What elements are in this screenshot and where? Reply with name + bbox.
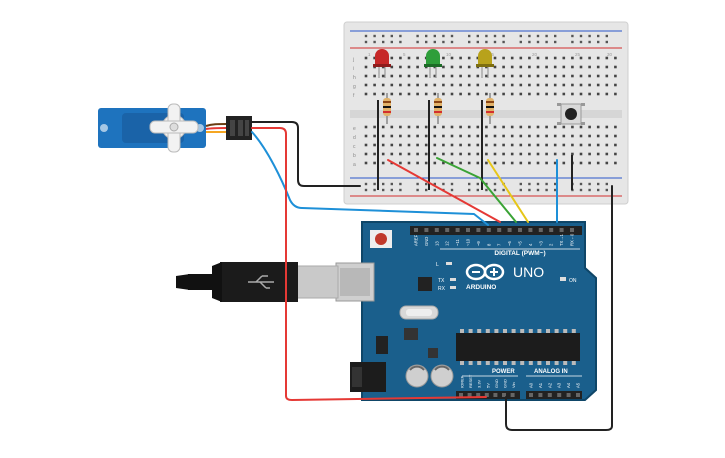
row-label: f xyxy=(353,93,355,99)
power-jack[interactable] xyxy=(350,362,386,392)
usb-chip xyxy=(418,277,432,291)
row-label: g xyxy=(353,84,356,90)
analog-pin-labels: A0 A1 A2 A3 A4 A5 xyxy=(529,382,581,388)
column-label: 25 xyxy=(575,52,581,57)
power-pin-label: GND xyxy=(503,379,508,388)
row-label: j xyxy=(352,57,354,63)
ground-jumper-wires[interactable] xyxy=(377,100,573,190)
row-label: e xyxy=(353,126,356,132)
wires[interactable] xyxy=(251,121,613,431)
on-label: ON xyxy=(569,278,577,284)
capacitor xyxy=(405,364,429,388)
analog-header-label: ANALOG IN xyxy=(534,369,568,375)
digital-pin-label: 12 xyxy=(445,241,450,246)
led-l-label: L xyxy=(436,262,439,268)
analog-pin-label: A3 xyxy=(557,382,562,388)
reset-button[interactable] xyxy=(370,230,392,248)
board-model: UNO xyxy=(513,264,544,280)
column-label: 5 xyxy=(403,52,406,57)
power-pin-label: 5V xyxy=(485,383,490,388)
arduino-logo xyxy=(465,263,505,281)
power-pin-label: IOREF xyxy=(460,375,465,388)
pushbutton[interactable] xyxy=(557,103,585,125)
column-label: 10 xyxy=(446,52,452,57)
usb-cable[interactable] xyxy=(176,262,375,302)
green-led[interactable] xyxy=(424,49,442,78)
column-label: 20 xyxy=(532,52,538,57)
power-pin-label: 3.3V xyxy=(477,379,482,388)
board-brand: ARDUINO xyxy=(466,284,496,291)
analog-pin-label: A5 xyxy=(576,382,581,388)
tx-label: TX xyxy=(438,278,445,284)
analog-header[interactable] xyxy=(526,391,582,399)
row-label: i xyxy=(353,66,354,72)
row-label: h xyxy=(353,75,356,81)
rx-label: RX xyxy=(438,286,446,292)
digital-header[interactable] xyxy=(410,226,582,235)
arduino-uno-board[interactable]: AREF GND 13 12 ~11 ~10 ~9 8 7 ~6 ~5 4 ~3 2 TX→1 RX←0 DI… xyxy=(350,221,597,401)
resistor[interactable] xyxy=(486,93,494,124)
power-pin-label: GND xyxy=(494,379,499,388)
breadboard-row-labels: j i h g f e d c b a xyxy=(352,57,356,168)
servo-horn[interactable] xyxy=(149,103,199,153)
digital-pin-label: ~5 xyxy=(518,241,523,246)
digital-pin-label: 8 xyxy=(486,243,491,246)
row-label: b xyxy=(353,153,356,159)
row-label: d xyxy=(353,135,356,141)
digital-pin-label: ~11 xyxy=(455,239,460,246)
resistor[interactable] xyxy=(434,93,442,124)
digital-pin-label: 7 xyxy=(497,243,502,246)
power-header-label: POWER xyxy=(492,369,515,375)
red-led[interactable] xyxy=(373,49,391,78)
digital-pin-label: TX→1 xyxy=(559,233,564,246)
atmega-chip xyxy=(456,329,580,365)
digital-pin-label: ~3 xyxy=(538,241,543,246)
digital-pin-label: 2 xyxy=(549,243,554,246)
servo-motor[interactable] xyxy=(98,103,252,153)
resistor[interactable] xyxy=(383,93,391,124)
analog-pin-label: A0 xyxy=(529,382,534,388)
digital-header-label: DIGITAL (PWM~) xyxy=(494,250,545,257)
digital-pin-label: ~6 xyxy=(507,241,512,246)
yellow-led[interactable] xyxy=(476,49,494,78)
digital-pin-label: ~10 xyxy=(466,238,471,246)
digital-pin-label: 4 xyxy=(528,243,533,246)
digital-pin-label: 13 xyxy=(434,241,439,246)
column-label: 30 xyxy=(607,52,613,57)
digital-pin-label: ~9 xyxy=(476,241,481,246)
row-label: a xyxy=(353,162,356,168)
power-pin-label: RESET xyxy=(468,374,473,388)
digital-pin-label: RX←0 xyxy=(570,233,575,246)
row-label: c xyxy=(353,144,356,150)
digital-pin-label: AREF xyxy=(414,234,419,246)
capacitor xyxy=(430,364,454,388)
column-label: 1 xyxy=(368,52,371,57)
power-pin-label: Vin xyxy=(511,382,516,388)
digital-pin-labels: AREF GND 13 12 ~11 ~10 ~9 8 7 ~6 ~5 4 ~3 2 TX→1 RX←0 xyxy=(414,233,575,246)
usb-icon xyxy=(248,275,274,289)
analog-pin-label: A1 xyxy=(538,382,543,388)
breadboard-holes xyxy=(364,34,617,192)
analog-pin-label: A4 xyxy=(566,382,571,388)
digital-pin-label: GND xyxy=(424,237,429,246)
digital-pin-holes xyxy=(414,228,574,232)
analog-pin-label: A2 xyxy=(547,382,552,388)
